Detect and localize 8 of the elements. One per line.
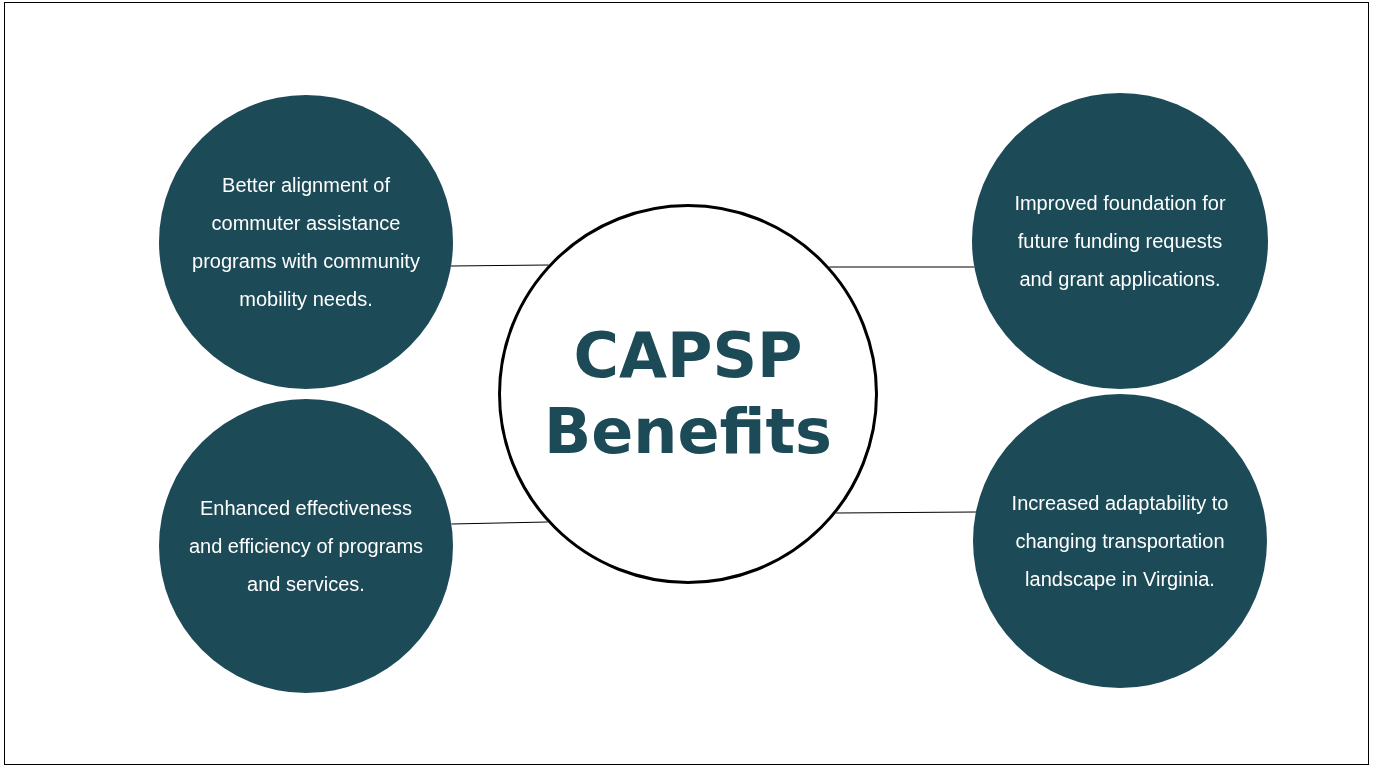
title-text: CAPSP Benefits [543,318,833,470]
benefit-text: Increased adaptability to changing transportation landscape in Virginia. [1010,491,1230,592]
connector-line [450,264,549,267]
connector-line [828,266,975,268]
benefit-text: Better alignment of commuter assistance programs with community mobility needs. [191,173,421,312]
benefit-text: Enhanced effectiveness and efficiency of programs and services. [187,496,425,597]
benefit-text: Improved foundation for future funding requests and grant applications. [1013,191,1227,292]
connector-line [450,521,549,525]
